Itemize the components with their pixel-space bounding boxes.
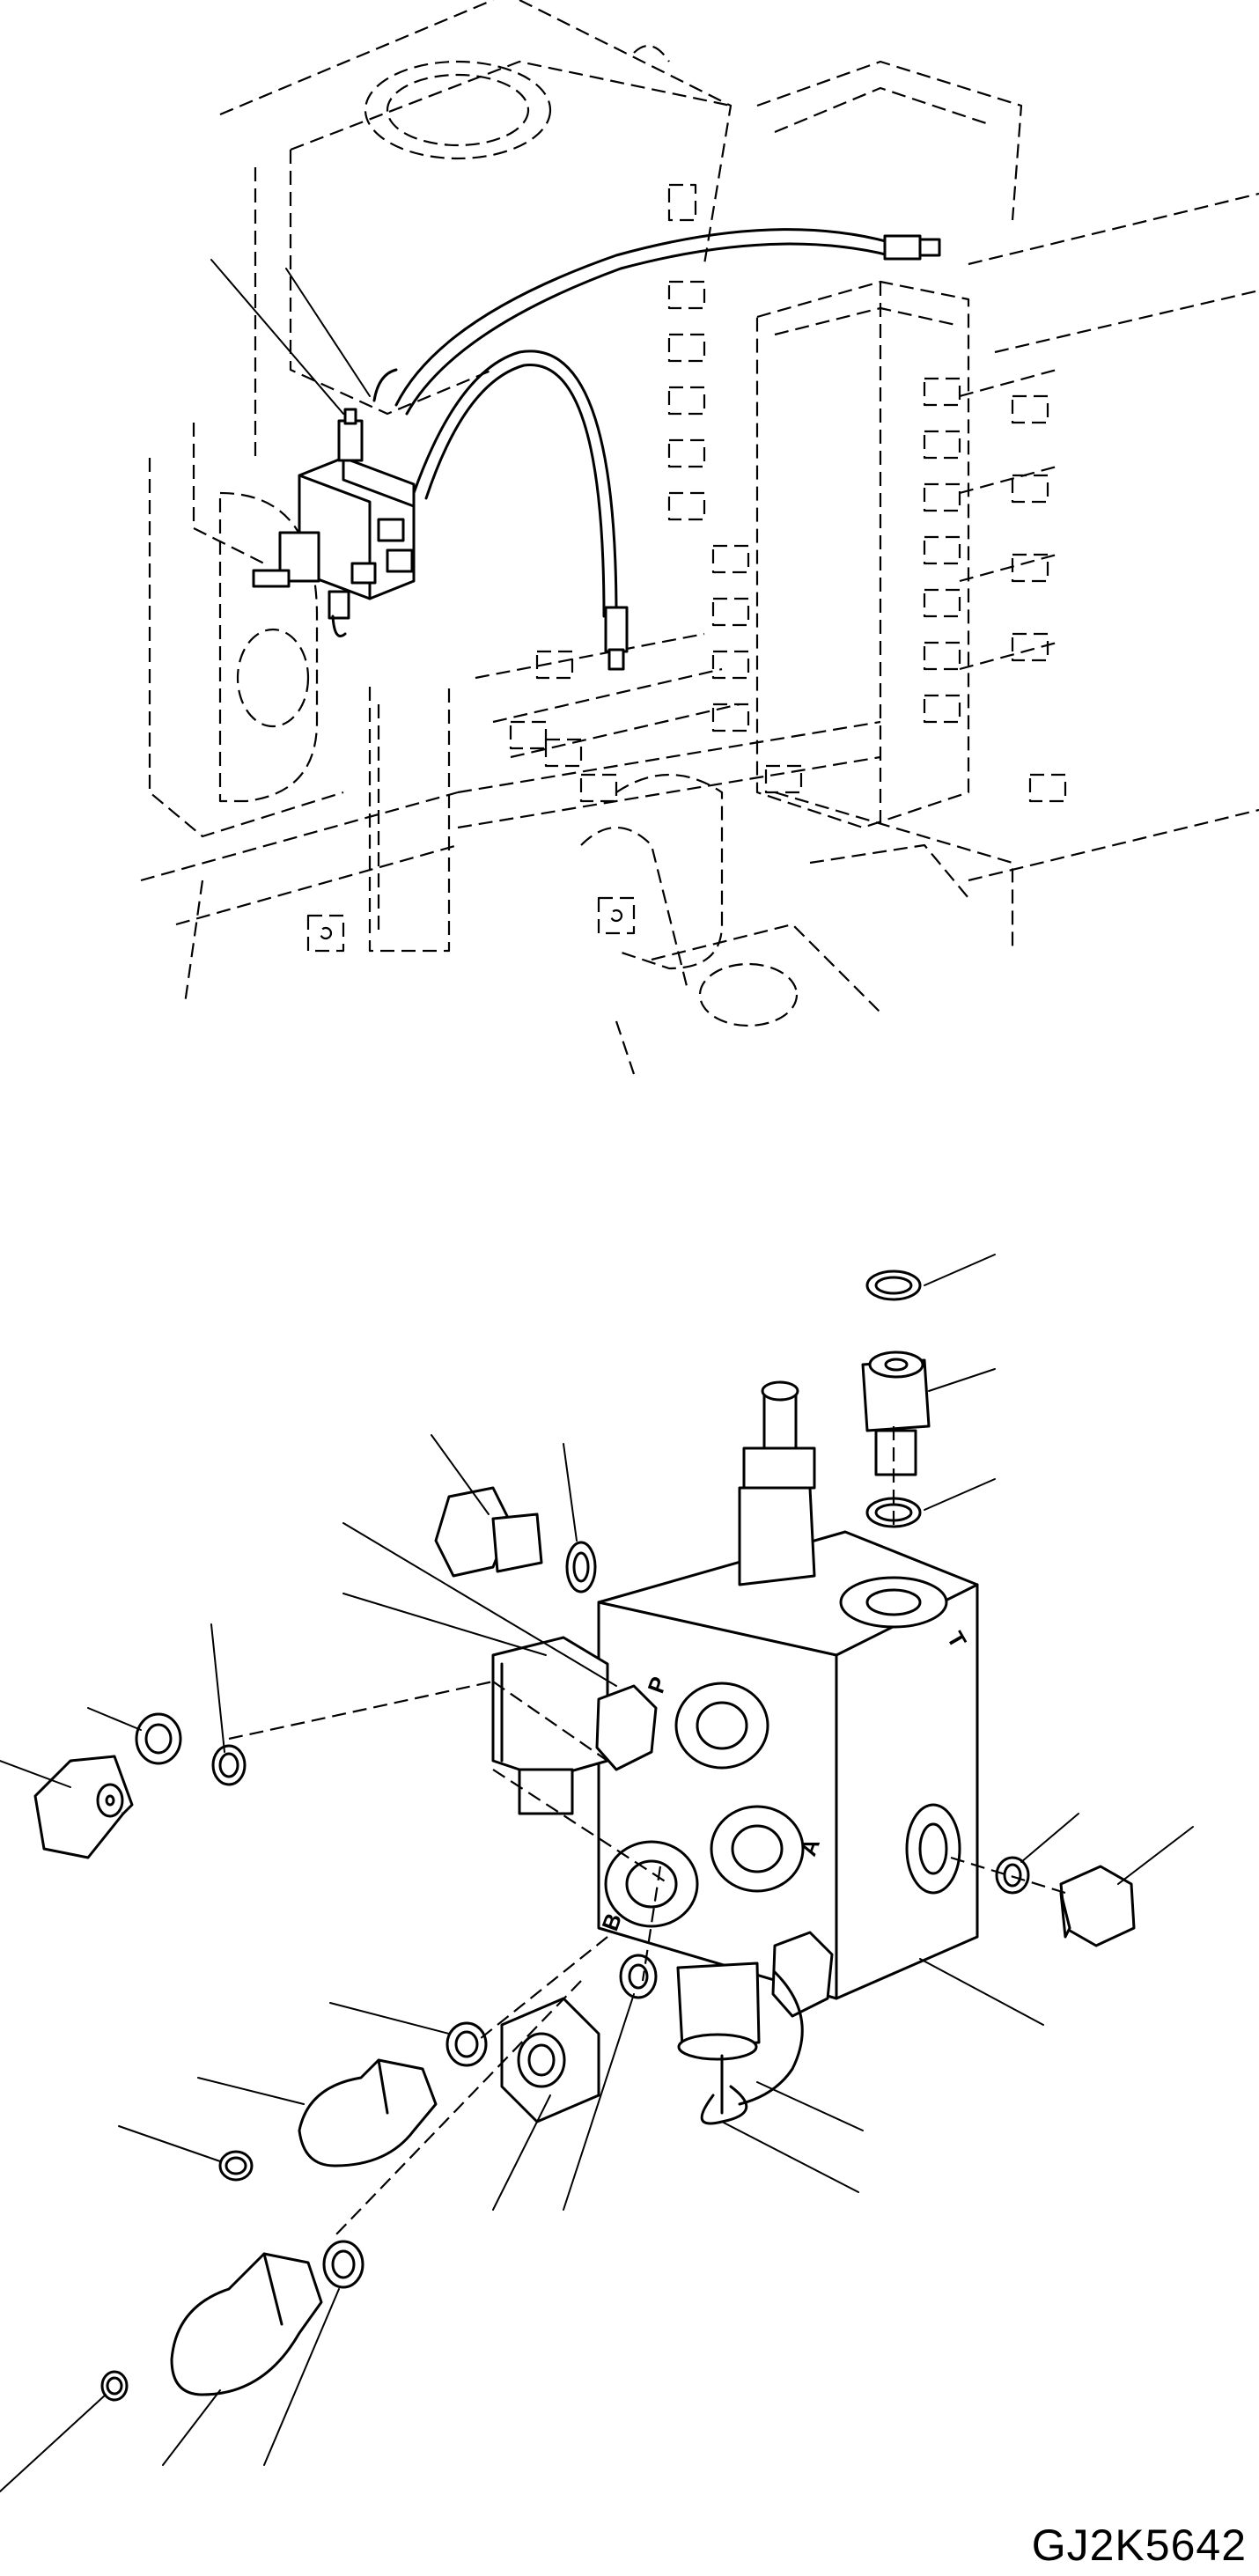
hydraulic-hoses xyxy=(372,228,941,671)
valve-exploded-view: T P A B xyxy=(0,1254,1194,2492)
solenoid-valve-block xyxy=(252,408,416,637)
machine-assembly-view xyxy=(140,0,1259,1075)
leader-lines xyxy=(0,1254,1194,2492)
valve-spools xyxy=(509,280,1067,803)
drawing-code: GJ2K5642 xyxy=(1031,2521,1247,2570)
